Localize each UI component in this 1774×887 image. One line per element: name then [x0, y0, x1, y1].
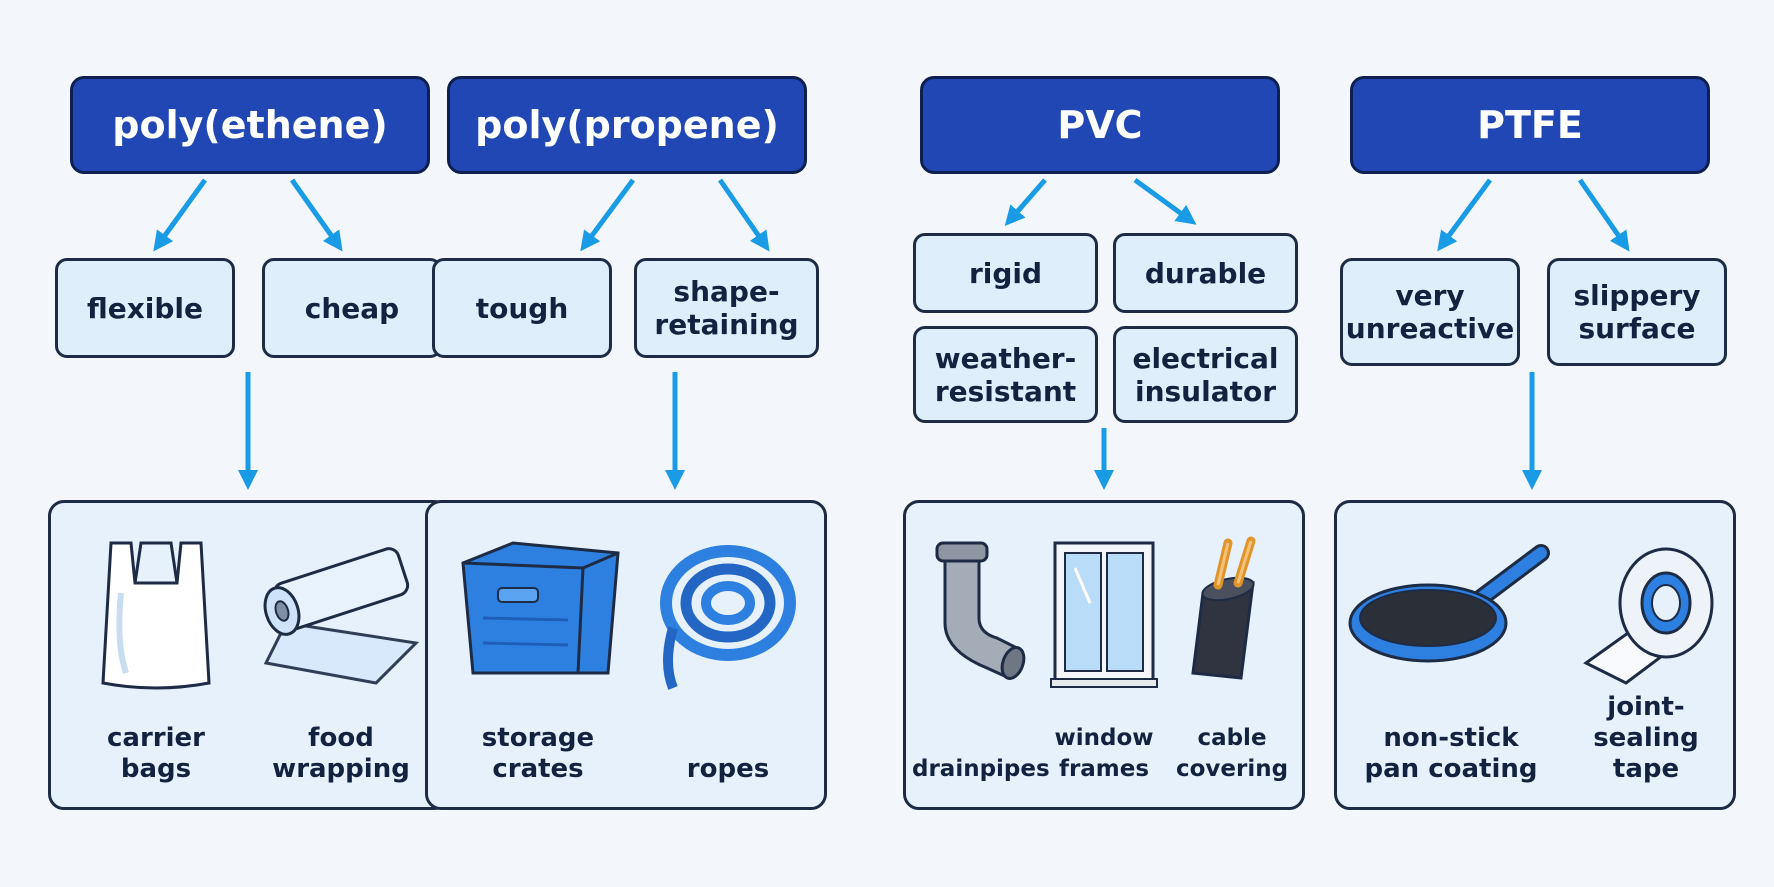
property-box: slippery surface — [1547, 258, 1727, 366]
use-item: drainpipes — [912, 523, 1050, 793]
property-box: shape- retaining — [634, 258, 819, 358]
polymer-title: PVC — [920, 76, 1280, 174]
use-label: storage crates — [481, 723, 595, 784]
drainpipe-icon — [935, 541, 1026, 681]
use-label: ropes — [686, 754, 770, 784]
property-box: tough — [432, 258, 612, 358]
property-box: weather- resistant — [913, 326, 1098, 423]
use-item: non-stick pan coating — [1343, 523, 1559, 793]
use-item: ropes — [638, 523, 818, 793]
uses-panel: drainpipes window frames — [903, 500, 1305, 810]
use-item: food wrapping — [241, 523, 441, 793]
column-poly-ethene: poly(ethene) flexible cheap carrier bags — [40, 0, 460, 887]
use-item: joint-sealing tape — [1559, 523, 1733, 793]
uses-panel: non-stick pan coating joint-sealing tape — [1334, 500, 1736, 810]
uses-panel: carrier bags food wrapping — [48, 500, 450, 810]
use-label: drainpipes — [912, 756, 1050, 782]
property-box: very unreactive — [1340, 258, 1520, 366]
tape-roll-icon — [1583, 547, 1714, 685]
use-label: food wrapping — [272, 723, 410, 784]
use-item: carrier bags — [71, 523, 241, 793]
use-item: storage crates — [438, 523, 638, 793]
polymer-title: poly(propene) — [447, 76, 807, 174]
use-label: cable covering — [1175, 725, 1289, 782]
storage-crate-icon — [461, 541, 620, 675]
property-box: cheap — [262, 258, 442, 358]
carrier-bag-icon — [101, 541, 211, 690]
column-pvc: PVC rigid durable weather- resistant ele… — [895, 0, 1315, 887]
rope-coil-icon — [660, 545, 796, 690]
frying-pan-icon — [1348, 544, 1550, 663]
polymer-title: PTFE — [1350, 76, 1710, 174]
window-frame-icon — [1050, 541, 1158, 688]
polymer-title: poly(ethene) — [70, 76, 430, 174]
column-ptfe: PTFE very unreactive slippery surface no… — [1322, 0, 1742, 887]
use-label: window frames — [1054, 725, 1154, 782]
property-box: rigid — [913, 233, 1098, 313]
column-poly-propene: poly(propene) tough shape- retaining sto… — [417, 0, 837, 887]
property-box: electrical insulator — [1113, 326, 1298, 423]
property-box: flexible — [55, 258, 235, 358]
use-label: carrier bags — [107, 723, 205, 784]
cling-film-roll-icon — [263, 547, 420, 685]
uses-panel: storage crates ropes — [425, 500, 827, 810]
cable-icon — [1191, 536, 1256, 680]
use-label: joint-sealing tape — [1593, 692, 1699, 784]
use-label: non-stick pan coating — [1364, 723, 1538, 784]
use-item: cable covering — [1168, 523, 1296, 793]
property-box: durable — [1113, 233, 1298, 313]
use-item: window frames — [1040, 523, 1168, 793]
